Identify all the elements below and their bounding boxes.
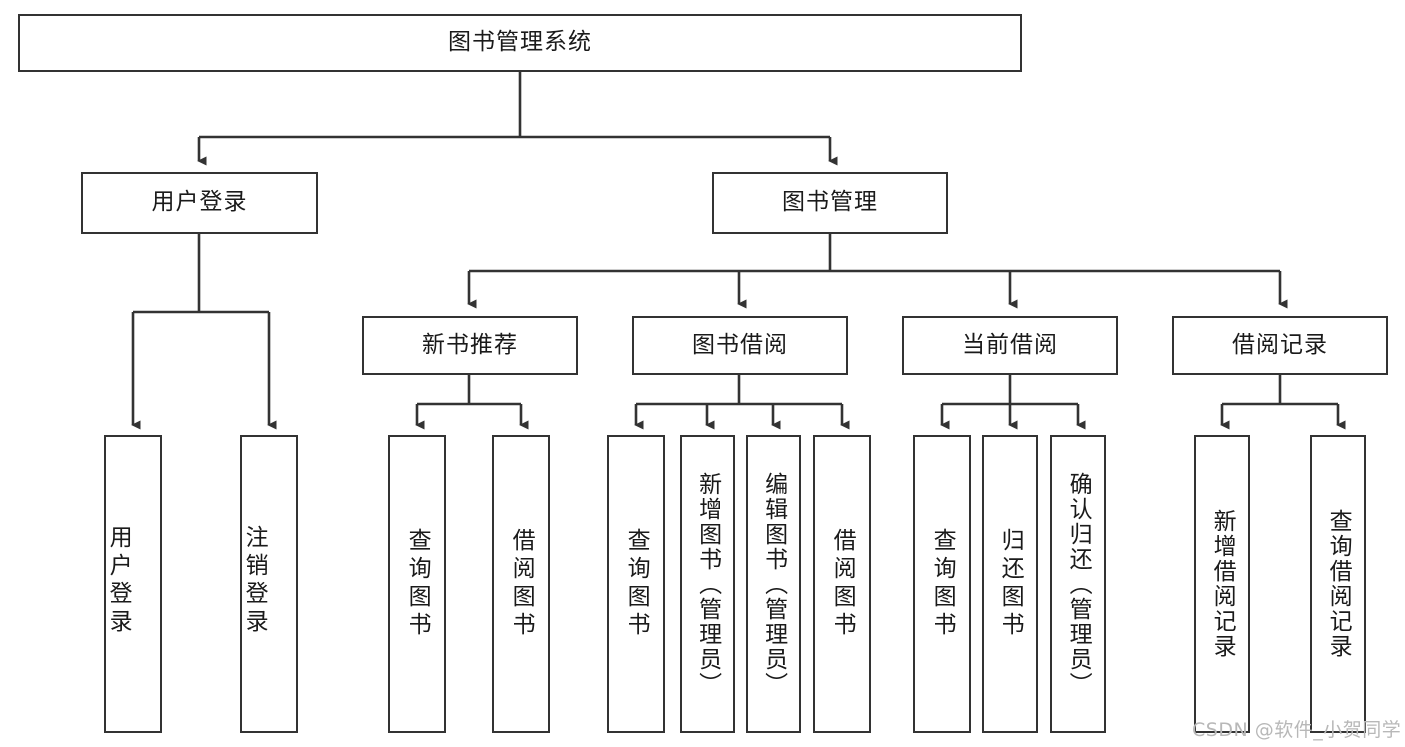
node-leaf-edit-book[interactable]: 编辑图书（管理员） xyxy=(746,435,801,733)
node-borrow-record[interactable]: 借阅记录 xyxy=(1172,316,1388,375)
node-leaf-add-record-label: 新增借阅记录 xyxy=(1209,509,1236,659)
node-new-book-rec-label: 新书推荐 xyxy=(422,331,518,358)
node-leaf-return-book[interactable]: 归还图书 xyxy=(982,435,1038,733)
node-leaf-edit-book-label: 编辑图书（管理员） xyxy=(760,471,787,697)
node-leaf-add-book[interactable]: 新增图书（管理员） xyxy=(680,435,735,733)
node-current-borrow[interactable]: 当前借阅 xyxy=(902,316,1118,375)
node-user-login-label: 用户登录 xyxy=(151,189,248,216)
node-leaf-query-book-3-label: 查询图书 xyxy=(929,528,956,640)
node-leaf-borrow-book-2[interactable]: 借阅图书 xyxy=(813,435,871,733)
node-leaf-borrow-book-1-label: 借阅图书 xyxy=(508,528,535,640)
node-leaf-query-book-1[interactable]: 查询图书 xyxy=(388,435,446,733)
node-leaf-user-login[interactable]: 用户登录 xyxy=(104,435,162,733)
node-new-book-rec[interactable]: 新书推荐 xyxy=(362,316,578,375)
node-user-login[interactable]: 用户登录 xyxy=(81,172,318,234)
node-leaf-logout[interactable]: 注销登录 xyxy=(240,435,298,733)
node-root[interactable]: 图书管理系统 xyxy=(18,14,1022,72)
node-borrow-record-label: 借阅记录 xyxy=(1232,331,1328,358)
node-leaf-confirm-return[interactable]: 确认归还（管理员） xyxy=(1050,435,1106,733)
node-leaf-borrow-book-2-label: 借阅图书 xyxy=(829,528,856,640)
node-leaf-logout-label: 注销登录 xyxy=(241,525,268,637)
node-leaf-add-record[interactable]: 新增借阅记录 xyxy=(1194,435,1250,733)
node-leaf-query-record-label: 查询借阅记录 xyxy=(1325,509,1352,659)
node-leaf-return-book-label: 归还图书 xyxy=(997,528,1024,640)
node-leaf-query-book-1-label: 查询图书 xyxy=(404,528,431,640)
node-book-manage-label: 图书管理 xyxy=(782,189,878,216)
node-leaf-query-record[interactable]: 查询借阅记录 xyxy=(1310,435,1366,733)
node-book-borrow[interactable]: 图书借阅 xyxy=(632,316,848,375)
node-leaf-confirm-return-label: 确认归还（管理员） xyxy=(1065,471,1092,697)
node-leaf-query-book-3[interactable]: 查询图书 xyxy=(913,435,971,733)
node-book-borrow-label: 图书借阅 xyxy=(692,331,788,358)
node-leaf-query-book-2[interactable]: 查询图书 xyxy=(607,435,665,733)
node-leaf-query-book-2-label: 查询图书 xyxy=(623,528,650,640)
node-current-borrow-label: 当前借阅 xyxy=(962,331,1058,358)
csdn-watermark: CSDN @软件_小贺同学 xyxy=(1192,719,1402,741)
node-book-manage[interactable]: 图书管理 xyxy=(712,172,948,234)
node-leaf-borrow-book-1[interactable]: 借阅图书 xyxy=(492,435,550,733)
node-root-label: 图书管理系统 xyxy=(448,29,592,56)
node-leaf-add-book-label: 新增图书（管理员） xyxy=(694,471,721,697)
node-leaf-user-login-label: 用户登录 xyxy=(105,525,132,637)
